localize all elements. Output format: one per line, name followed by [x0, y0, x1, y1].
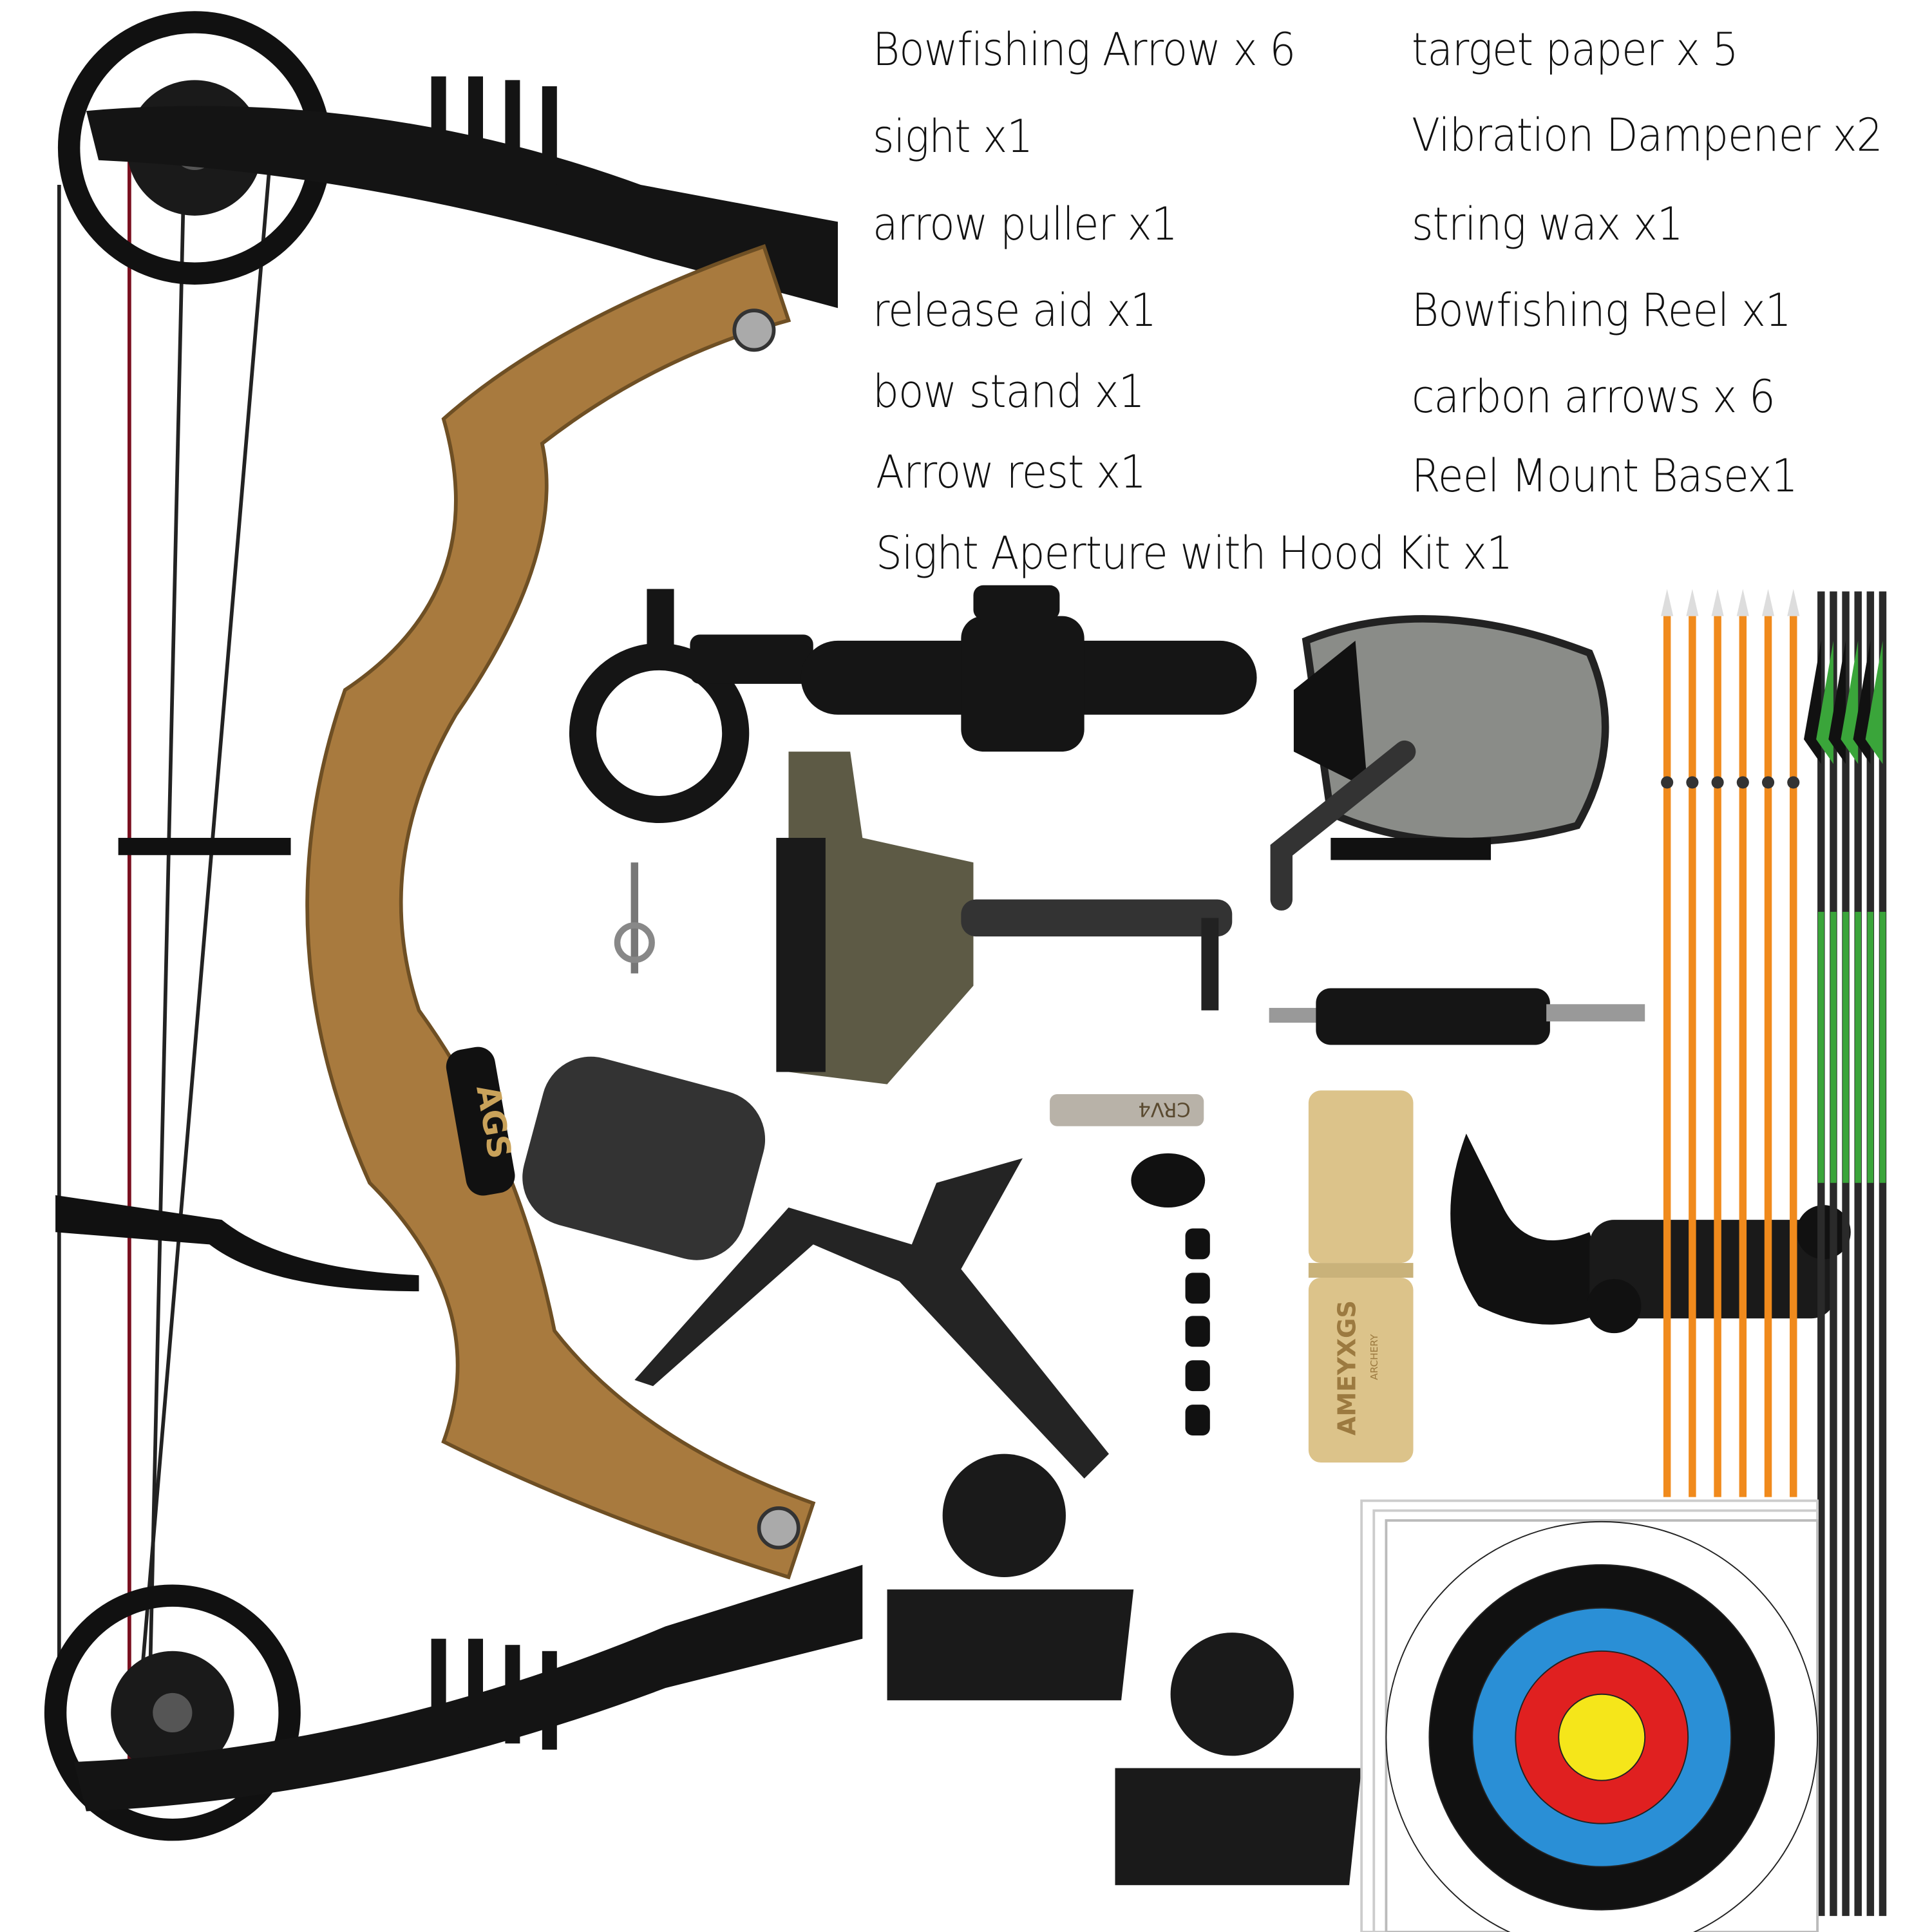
wax-brand: AMEYXGS — [1333, 1300, 1362, 1435]
arrow-slide — [1787, 776, 1800, 789]
arrow-tip — [1661, 589, 1674, 616]
target-ring — [1558, 1693, 1646, 1781]
arrow-tip — [1686, 589, 1699, 616]
arrow-fletching — [1816, 640, 1833, 764]
carbon-arrows — [1804, 591, 1887, 1917]
string-wax: AMEYXGS ARCHERY — [1308, 1090, 1414, 1463]
bow-riser: AGS — [305, 243, 816, 1580]
bowfishing-arrows — [1661, 589, 1800, 1497]
bow-stand — [634, 1158, 1109, 1479]
arrow-tip — [1736, 589, 1749, 616]
cable-guard — [55, 838, 419, 1292]
limb-dampener-top — [431, 76, 557, 185]
arrow-slide — [1761, 776, 1775, 789]
bow-sight — [569, 585, 1257, 824]
content-item: arrow puller x1 — [873, 198, 1178, 251]
content-item: Vibration Dampener x2 — [1412, 109, 1883, 162]
bowfishing-reel — [1270, 615, 1609, 911]
target-rings — [1385, 1521, 1818, 1932]
vibration-dampener-1 — [887, 1454, 1134, 1701]
arrow-tip — [1787, 589, 1800, 616]
content-item: carbon arrows x 6 — [1412, 370, 1776, 423]
wax-brand-sub: ARCHERY — [1368, 1334, 1380, 1380]
arrow-slide — [1686, 776, 1699, 789]
content-item: target paper x 5 — [1412, 23, 1739, 76]
bow-strings — [57, 135, 273, 1775]
arrow-puller — [522, 862, 766, 1260]
arrow-slide — [1711, 776, 1724, 789]
target-paper — [1360, 1499, 1819, 1932]
arrow-fletching — [1853, 640, 1871, 764]
reel-mount-base — [1269, 988, 1645, 1045]
content-item: Arrow rest x1 — [876, 446, 1146, 498]
hex-bit: CRV4 — [1050, 1094, 1204, 1126]
sight-aperture-kit — [1131, 1153, 1210, 1435]
arrow-fletching — [1828, 640, 1846, 764]
arrow-fletching — [1865, 640, 1883, 764]
limbs — [73, 76, 863, 1812]
release-aid — [776, 752, 1233, 1084]
arrow-slide — [1736, 776, 1749, 789]
content-item: Sight Aperture with Hood Kit x1 — [876, 527, 1513, 580]
arrow-rest — [1450, 1133, 1851, 1334]
content-item: bow stand x1 — [873, 365, 1145, 418]
vibration-dampener-2 — [1115, 1633, 1362, 1886]
content-item: string wax x1 — [1412, 198, 1683, 251]
limb-dampener-bottom — [431, 1638, 557, 1750]
content-item: Bowfishing Reel x1 — [1412, 284, 1792, 337]
arrow-fletching — [1804, 640, 1821, 764]
arrow-tip — [1711, 589, 1724, 616]
content-item: Bowfishing Arrow x 6 — [873, 23, 1296, 76]
arrow-slide — [1661, 776, 1674, 789]
content-item: Reel Mount Basex1 — [1412, 450, 1798, 502]
content-item: sight x1 — [873, 110, 1033, 163]
arrow-fletching — [1841, 640, 1859, 764]
arrow-tip — [1761, 589, 1775, 616]
bit-marking: CRV4 — [1138, 1097, 1190, 1120]
bottom-cam — [44, 1584, 301, 1841]
content-item: release aid x1 — [873, 284, 1157, 337]
